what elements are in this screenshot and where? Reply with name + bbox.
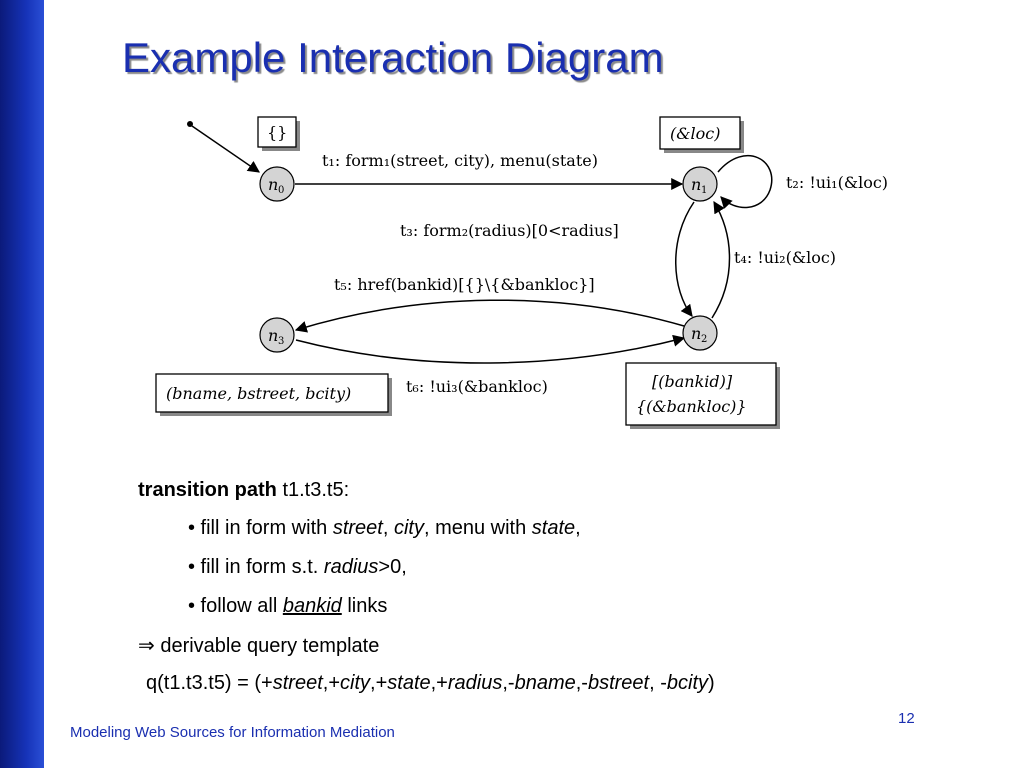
bullet1-end: , [575, 517, 581, 539]
start-edge [191, 125, 260, 173]
bullet1-sep1: , [382, 517, 394, 539]
svg-text:n: n [268, 175, 278, 194]
box-n0: {} [257, 116, 300, 151]
q-part: q(t1.t3.t5) = (+ [146, 672, 273, 694]
label-t3: t₃: form₂(radius)[0<radius] [400, 221, 619, 240]
edge-t4 [711, 200, 731, 319]
node-n2: n 2 [682, 315, 718, 351]
edge-t2 [717, 154, 773, 209]
box-n3: (bname, bstreet, bcity) [155, 373, 392, 416]
transition-path-line: transition path t1.t3.t5: [138, 479, 349, 502]
svg-text:{}: {} [267, 123, 287, 142]
q-part: ,+ [430, 672, 448, 694]
bullet3-bankid: bankid [282, 595, 342, 617]
query-template-line: q(t1.t3.t5) = (+street,+city,+state,+rad… [146, 672, 715, 695]
q-street: street [272, 672, 323, 694]
label-t1: t₁: form₁(street, city), menu(state) [322, 151, 598, 170]
node-n1: n 1 [682, 166, 718, 202]
transition-path-label: transition path [138, 479, 277, 501]
bullet2-end: >0, [378, 556, 407, 578]
box-n1: (&loc) [659, 116, 744, 153]
edge-t3 [675, 201, 695, 317]
q-radius: radius [447, 672, 503, 694]
start-dot [187, 121, 193, 127]
q-city: city [340, 672, 371, 694]
bullet-fill-form: • fill in form with street, city, menu w… [188, 517, 581, 540]
q-bstreet: bstreet [587, 672, 650, 694]
bullet1-street: street [332, 517, 383, 539]
svg-text:(&loc): (&loc) [670, 124, 720, 143]
sidebar-bar [0, 0, 44, 768]
label-t6: t₆: !ui₃(&bankloc) [406, 377, 548, 396]
svg-text:{(&bankloc)}: {(&bankloc)} [636, 397, 747, 416]
svg-text:3: 3 [278, 336, 284, 347]
label-t4: t₄: !ui₂(&loc) [734, 248, 836, 267]
bullet-radius: • fill in form s.t. radius>0, [188, 556, 407, 579]
q-bname: bname [514, 672, 576, 694]
bullet1-menu: , menu with [423, 517, 532, 539]
slide-title: Example Interaction Diagram [122, 34, 664, 81]
bullet1-text: • fill in form with [188, 517, 333, 539]
svg-text:2: 2 [701, 334, 707, 345]
label-t2: t₂: !ui₁(&loc) [786, 173, 888, 192]
bullet-follow-links: • follow all bankid links [188, 595, 387, 618]
bullet2-radius: radius [323, 556, 379, 578]
q-part: ,- [502, 672, 515, 694]
bullet2-text: • fill in form s.t. [188, 556, 324, 578]
svg-text:n: n [268, 326, 278, 345]
footer-text: Modeling Web Sources for Information Med… [70, 724, 395, 741]
interaction-diagram: n 0 n 1 n 2 n 3 {} (&loc) [(bankid)] {(&… [155, 116, 888, 429]
q-state: state [387, 672, 431, 694]
svg-text:n: n [691, 175, 701, 194]
svg-text:1: 1 [701, 185, 707, 196]
derivable-text: derivable query template [154, 635, 380, 657]
node-n0: n 0 [259, 166, 295, 202]
bullet3-end: links [341, 595, 388, 617]
bullet1-state: state [531, 517, 576, 539]
q-part: , - [649, 672, 667, 694]
svg-text:0: 0 [278, 185, 284, 196]
q-bcity: bcity [666, 672, 709, 694]
transition-path-value: t1.t3.t5: [276, 479, 350, 501]
implies-icon: ⇒ [138, 635, 155, 657]
q-part: ,+ [322, 672, 341, 694]
label-t5: t₅: href(bankid)[{}\{&bankloc}] [334, 275, 595, 294]
node-n3: n 3 [259, 317, 295, 353]
bullet1-city: city [393, 517, 424, 539]
q-part: ,- [575, 672, 588, 694]
q-part: ) [708, 672, 715, 694]
page-number: 12 [898, 710, 915, 727]
bullet3-text: • follow all [188, 595, 283, 617]
derivable-line: ⇒ derivable query template [138, 633, 379, 658]
edge-t6 [295, 334, 686, 364]
q-part: ,+ [370, 672, 388, 694]
svg-text:(bname, bstreet, bcity): (bname, bstreet, bcity) [166, 384, 351, 403]
box-n2: [(bankid)] {(&bankloc)} [625, 362, 780, 429]
svg-text:n: n [691, 324, 701, 343]
edge-t5 [294, 299, 685, 333]
svg-text:[(bankid)]: [(bankid)] [652, 372, 733, 391]
